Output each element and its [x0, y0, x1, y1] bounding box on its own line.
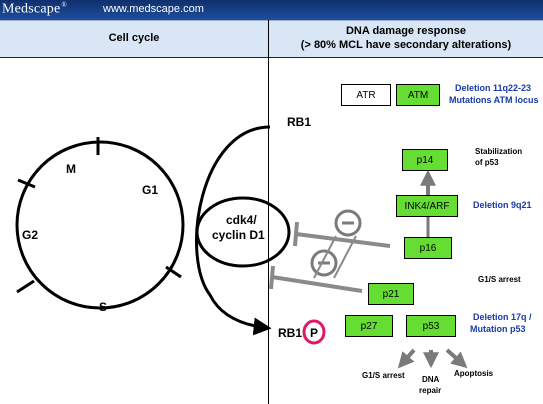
p21-inhibition-line: [271, 275, 363, 293]
g1s-arrest-bottom-note: G1/S arrest: [362, 371, 405, 380]
p16-inhibition-line: [295, 232, 391, 248]
stabilization-note: Stabilization: [475, 147, 523, 156]
dna-repair-note-line2: repair: [419, 386, 442, 395]
cell-cycle-circle: [15, 140, 185, 310]
cyclin-d1-label: cyclin D1: [212, 228, 265, 242]
p53-to-apoptosis-arrow: [445, 348, 468, 369]
rb1-label-top: RB1: [287, 115, 312, 129]
p53-to-g1s-arrow: [397, 348, 416, 369]
rb1-label-bottom: RB1: [278, 326, 303, 340]
p14-box: p14: [402, 149, 448, 171]
cycle-tick-left-lower: [16, 279, 35, 294]
minus-circle-lower: [310, 249, 338, 277]
column-divider: [268, 20, 269, 404]
minus-slash-left: [313, 235, 337, 279]
medscape-logo: Medscape®: [2, 1, 67, 17]
phase-g2-label: G2: [22, 228, 39, 242]
cell-cycle-header: Cell cycle: [0, 20, 268, 58]
phase-s-label: S: [99, 300, 108, 314]
deletion-11q-note: Deletion 11q22-23: [455, 83, 532, 93]
cycle-tick-right-lower: [165, 265, 182, 279]
phase-g1-label: G1: [142, 183, 159, 197]
atm-box: ATM: [396, 84, 440, 106]
minus-slash-right: [333, 235, 357, 279]
stabilization-p53-note: of p53: [475, 158, 499, 167]
dna-damage-title: DNA damage response: [345, 25, 467, 37]
mutation-p53-note: Mutation p53: [470, 324, 526, 334]
dna-damage-subtitle: (> 80% MCL have secondary alterations): [300, 39, 512, 51]
p21-inhibition-bar: [269, 265, 275, 290]
rb1-phosphorylation-arrow: [195, 125, 272, 336]
phase-m-label: M: [66, 162, 76, 176]
deletion-17q-note: Deletion 17q /: [473, 312, 532, 322]
dna-damage-header: DNA damage response (> 80% MCL have seco…: [269, 20, 543, 58]
phosphate-label: P: [310, 326, 319, 340]
cdk4-label: cdk4/: [226, 213, 257, 227]
deletion-9q21-note: Deletion 9q21: [473, 200, 532, 210]
dna-repair-note: DNA: [422, 375, 440, 384]
p21-box: p21: [368, 283, 414, 305]
p53-box: p53: [406, 315, 456, 337]
cycle-tick-left-upper: [17, 178, 36, 189]
p27-box: p27: [345, 315, 393, 337]
cell-cycle-title: Cell cycle: [108, 32, 160, 44]
phosphate-ring: [302, 319, 326, 345]
minus-circle-upper: [334, 209, 362, 237]
atr-box: ATR: [341, 84, 391, 106]
apoptosis-note: Apoptosis: [454, 369, 494, 378]
g1s-arrest-right-note: G1/S arrest: [478, 275, 521, 284]
p16-inhibition-bar: [293, 221, 299, 247]
mutation-atm-note: Mutations ATM locus: [449, 95, 539, 105]
medscape-topbar: Medscape® www.medscape.com: [0, 0, 543, 20]
p16-box: p16: [404, 237, 452, 259]
ink4-arf-box: INK4/ARF: [396, 195, 458, 217]
medscape-url[interactable]: www.medscape.com: [103, 3, 204, 15]
